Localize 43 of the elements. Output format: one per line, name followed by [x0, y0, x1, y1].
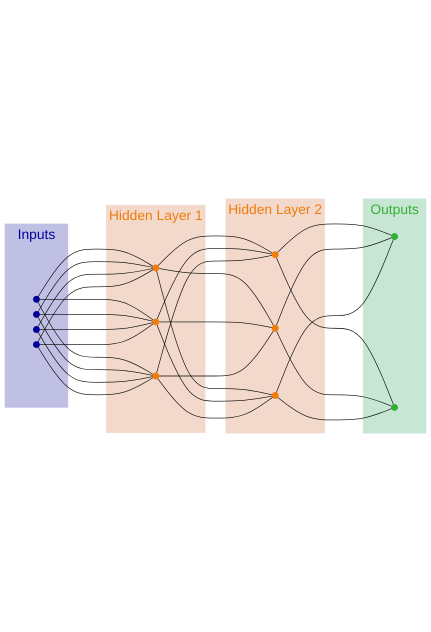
connector — [158, 236, 273, 266]
node-circle — [32, 296, 40, 303]
connector — [156, 248, 272, 320]
node-circle — [391, 404, 398, 411]
connector — [38, 302, 154, 375]
connector — [39, 299, 154, 320]
connector — [39, 322, 154, 330]
connector — [39, 314, 154, 322]
node-circle — [272, 324, 279, 332]
connector — [38, 346, 154, 396]
node-circle — [272, 392, 279, 399]
connector — [156, 255, 272, 374]
connector — [158, 268, 274, 326]
connector — [158, 330, 274, 376]
connector — [38, 261, 154, 312]
connector — [39, 324, 154, 345]
cluster — [4, 224, 68, 408]
node-circle — [152, 264, 160, 272]
node-circle — [272, 251, 279, 258]
connector — [276, 330, 392, 407]
connector — [38, 332, 154, 383]
node-circle — [32, 326, 40, 333]
cluster — [225, 198, 325, 434]
connector — [156, 270, 272, 396]
node-circle — [152, 318, 160, 326]
node-circle — [32, 341, 40, 348]
connector — [38, 268, 154, 328]
node-circle — [152, 372, 160, 380]
node-circle — [391, 233, 398, 240]
connector — [276, 257, 394, 405]
connector — [277, 224, 392, 253]
node-circle — [32, 310, 40, 318]
connector — [276, 237, 392, 326]
connector — [38, 316, 154, 376]
connector — [158, 322, 272, 328]
cluster — [106, 204, 206, 433]
connector — [156, 324, 272, 402]
connector — [38, 248, 154, 297]
cluster — [362, 198, 426, 434]
connector — [38, 269, 154, 342]
connector — [276, 239, 394, 393]
connector — [277, 397, 392, 420]
connector — [157, 378, 273, 418]
